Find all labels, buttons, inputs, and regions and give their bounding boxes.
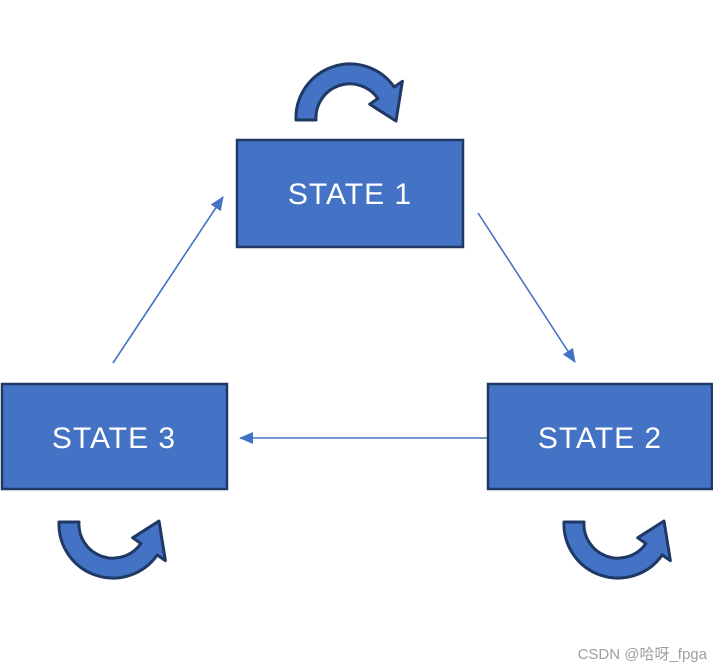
state1-box [235, 138, 465, 249]
state-node-state3: STATE 3 [0, 382, 229, 491]
transition-arrow-state1-to-state2 [477, 212, 576, 363]
state-node-state1: STATE 1 [235, 138, 465, 249]
state2-box [486, 382, 713, 491]
self-loop-arrow-state2 [562, 519, 672, 580]
state3-label: STATE 3 [52, 422, 176, 455]
transition-arrow-state3-to-state1 [112, 196, 224, 364]
watermark: CSDN @哈呀_fpga [578, 646, 708, 663]
state1-label: STATE 1 [288, 178, 412, 211]
state2-label: STATE 2 [538, 422, 662, 455]
state3-box [0, 382, 229, 491]
self-loop-arrow-state3 [57, 519, 167, 580]
self-loop-arrow-state1 [294, 62, 404, 123]
state-node-state2: STATE 2 [486, 382, 713, 491]
